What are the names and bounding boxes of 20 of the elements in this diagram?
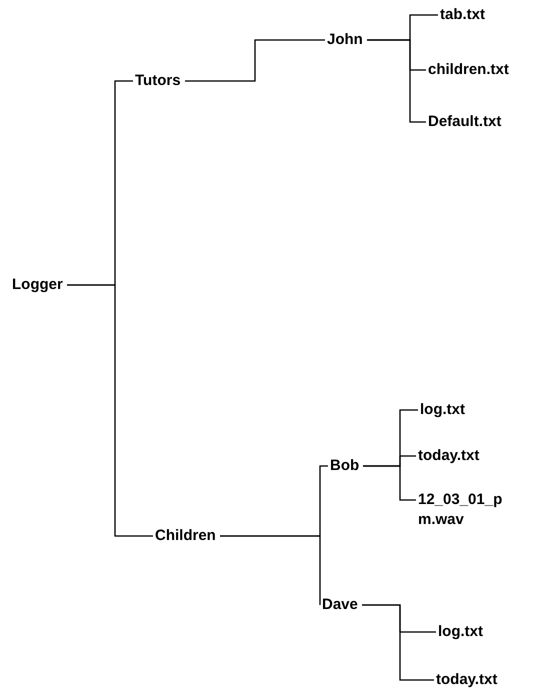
- file-label: today.txt: [436, 670, 498, 689]
- file-label: tab.txt: [440, 5, 485, 25]
- folder-label: Dave: [322, 595, 358, 615]
- file-label: 12_03_01_pm.wav: [418, 490, 510, 530]
- connector-line: [185, 39, 325, 82]
- folder-label: John: [327, 30, 363, 50]
- folder-label: Bob: [330, 456, 360, 476]
- connector-line: [362, 604, 434, 681]
- folder-label: Logger: [12, 275, 63, 295]
- connector-line: [220, 535, 321, 606]
- file-label: children.txt: [428, 60, 509, 80]
- file-label: log.txt: [438, 622, 483, 642]
- file-label: today.txt: [418, 446, 480, 466]
- file-label: Default.txt: [428, 112, 502, 132]
- connector-line: [367, 39, 426, 123]
- folder-label: Tutors: [135, 71, 181, 91]
- file-label: log.txt: [420, 400, 465, 420]
- folder-label: Children: [155, 526, 216, 546]
- connector-line: [363, 465, 416, 501]
- connector-line: [67, 284, 153, 537]
